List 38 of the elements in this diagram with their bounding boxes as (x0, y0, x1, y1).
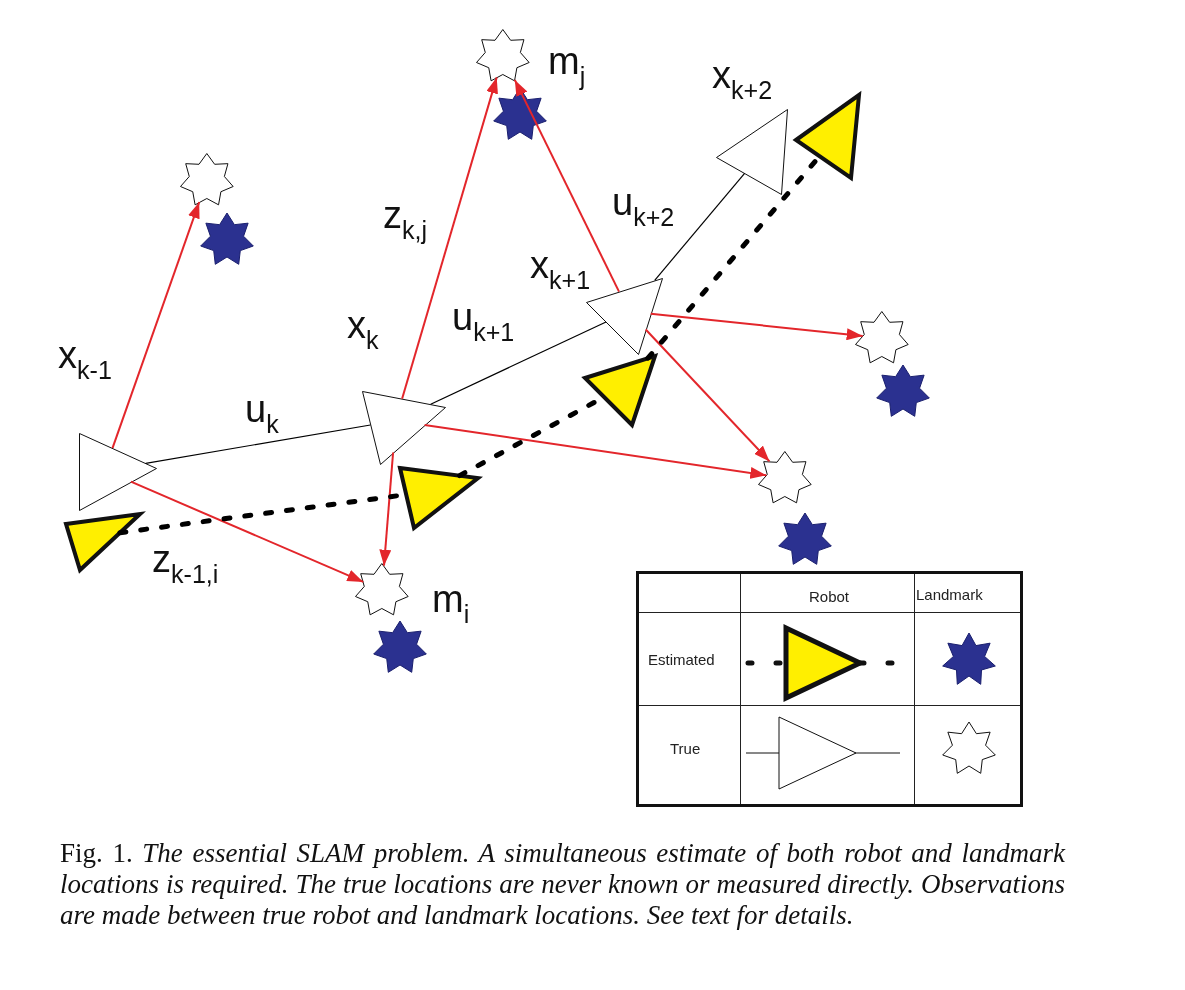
observation-arrow (513, 78, 620, 293)
landmark-label: m$_{j}$ (548, 42, 586, 90)
control-input-line (654, 172, 746, 281)
estimated-robot-triangle (794, 93, 861, 180)
true-landmark-star (476, 28, 530, 81)
true-robot-triangle (715, 108, 788, 195)
landmark-label: m$_{i}$ (432, 580, 470, 628)
true-landmark-star (758, 450, 812, 503)
observation-arrow (111, 201, 201, 450)
true-landmark-star (855, 310, 909, 363)
observation-arrow (649, 312, 864, 341)
robot-pose-label: x$_{k+2}$ (712, 56, 773, 104)
robot-pose-label: x$_{k-1}$ (58, 336, 112, 384)
legend-header: Landmark (916, 586, 983, 603)
robot-pose-label: x$_{k+1}$ (530, 246, 591, 294)
edge-label: u$_{k}$ (245, 390, 279, 438)
edge-label: u$_{k+1}$ (452, 298, 515, 346)
robot-pose-label: x$_{k}$ (347, 306, 379, 354)
legend-row-label: Estimated (648, 651, 715, 668)
observation-arrow (401, 76, 498, 400)
control-input-line (430, 321, 607, 405)
observation-arrow (129, 480, 365, 583)
estimated-robot-triangle (398, 466, 480, 530)
edge-label: u$_{k+2}$ (612, 183, 675, 231)
observation-arrow (379, 451, 395, 567)
edge-label: z$_{k,j}$ (383, 196, 428, 244)
edge-label: z$_{k-1,i}$ (152, 540, 219, 588)
observation-arrow (423, 423, 768, 479)
true-landmark-star (355, 562, 409, 615)
legend-row-label: True (670, 740, 701, 757)
figure-caption: Fig. 1. The essential SLAM problem. A simultaneous estimate of both robot and landmark locations is required. The true locations are never known or measured directly. Observations are made between true robot and landmark locations. See text for details. (60, 838, 1065, 931)
legend-header: Robot (809, 588, 850, 605)
observation-arrow (644, 328, 771, 463)
true-robot-triangle (78, 432, 157, 511)
control-input-line (145, 424, 371, 464)
true-landmark-star (180, 152, 234, 205)
true-robot-triangle (361, 390, 446, 465)
estimated-robot-triangle (583, 354, 657, 427)
